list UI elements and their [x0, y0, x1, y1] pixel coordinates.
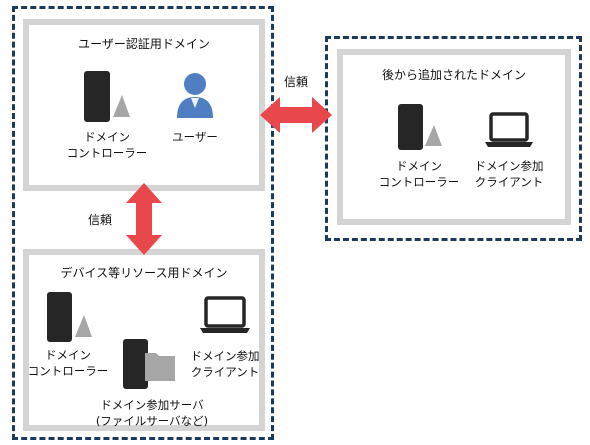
- laptop-icon: [200, 296, 250, 333]
- resource-server-label: ドメイン参加サーバ (ファイルサーバなど): [95, 398, 209, 428]
- resource-domain-title: デバイス等リソース用ドメイン: [60, 266, 228, 280]
- trust-arrow-vertical: [126, 183, 162, 255]
- user-auth-domain-box: ユーザー認証用ドメイン ドメイン コントローラー ユーザー: [23, 19, 265, 191]
- user-auth-domain-title: ユーザー認証用ドメイン: [78, 37, 210, 51]
- resource-domain-box: デバイス等リソース用ドメイン ドメイン コントローラー ドメイン参加サーバ (フ…: [23, 249, 265, 431]
- added-domain-title: 後から追加されたドメイン: [381, 68, 526, 82]
- right-domain-group: [325, 36, 582, 241]
- added-domain-box: 後から追加されたドメイン ドメイン コントローラー ドメイン参加 クライアント: [337, 49, 571, 225]
- laptop-icon: [485, 112, 533, 147]
- user-icon: [177, 73, 213, 118]
- user-label: ユーザー: [172, 130, 218, 144]
- domain-controller-icon: [398, 104, 442, 150]
- resource-client-label: ドメイン参加 クライアント: [190, 349, 260, 379]
- trust-label-horizontal: 信頼: [284, 75, 309, 89]
- left-domain-group: [12, 6, 274, 440]
- domain-controller-icon: [84, 71, 130, 122]
- domain-controller-icon: [47, 292, 92, 342]
- server-with-folder-icon: [123, 339, 175, 389]
- added-dc-label: ドメイン コントローラー: [378, 159, 460, 189]
- trust-arrow-horizontal: [260, 97, 332, 133]
- user-auth-dc-label: ドメイン コントローラー: [66, 130, 148, 160]
- trust-label-vertical: 信頼: [88, 213, 113, 227]
- added-client-label: ドメイン参加 クライアント: [474, 159, 544, 189]
- resource-dc-label: ドメイン コントローラー: [27, 348, 109, 378]
